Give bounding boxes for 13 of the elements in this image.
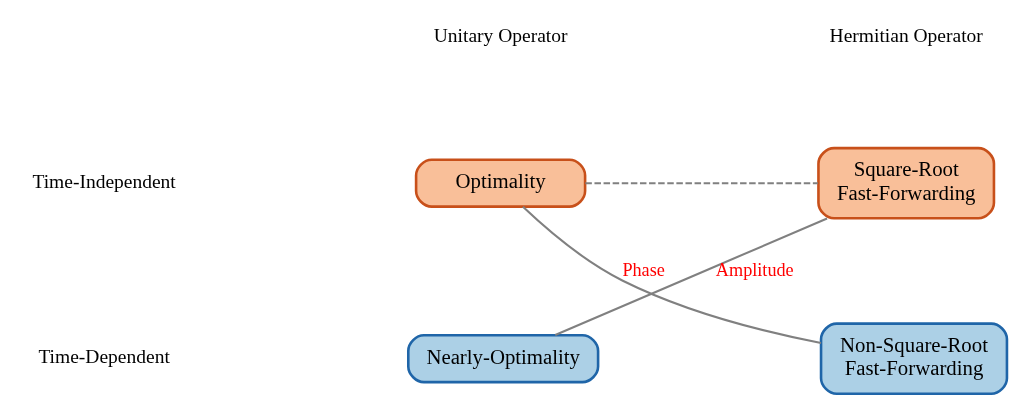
connector — [554, 217, 827, 336]
label: Hermitian Operator — [829, 24, 983, 46]
label: Unitary Operator — [433, 24, 567, 46]
connector — [521, 205, 821, 344]
edge-label: Phase — [621, 259, 665, 280]
node-box: Nearly-Optimality — [406, 333, 599, 383]
label: Time-Independent — [31, 170, 176, 192]
connector — [584, 181, 818, 184]
node-box: Non-Square-Root Fast-Forwarding — [819, 321, 1008, 395]
label: Time-Dependent — [37, 345, 170, 367]
edge-label: Amplitude — [715, 259, 794, 280]
node-box: Optimality — [414, 158, 586, 208]
node-box: Square-Root Fast-Forwarding — [816, 146, 995, 220]
